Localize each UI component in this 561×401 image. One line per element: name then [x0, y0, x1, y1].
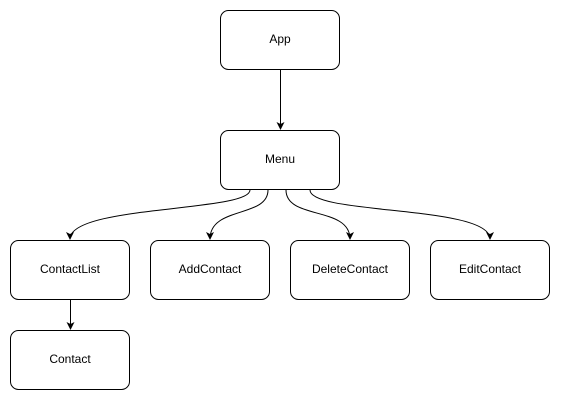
node-app-box: [220, 10, 340, 70]
node-menu: Menu: [220, 130, 340, 190]
edge-menu-to-contactlist: [66, 189, 251, 240]
node-deletecontact-label: DeleteContact: [312, 262, 389, 276]
edge-menu-to-editcontact: [309, 189, 494, 240]
node-contactlist: ContactList: [10, 240, 130, 300]
node-app-label: App: [269, 32, 291, 46]
node-deletecontact: DeleteContact: [290, 240, 410, 300]
node-menu-box: [220, 130, 340, 190]
node-editcontact: EditContact: [430, 240, 550, 300]
node-editcontact-box: [430, 240, 550, 300]
node-addcontact-label: AddContact: [179, 262, 242, 276]
edge-menu-to-deletecontact: [285, 189, 354, 240]
edge-menu-to-addcontact: [206, 189, 269, 240]
node-editcontact-label: EditContact: [459, 262, 522, 276]
node-app: App: [220, 10, 340, 70]
node-addcontact-box: [150, 240, 270, 300]
node-contactlist-label: ContactList: [40, 262, 101, 276]
node-contactlist-box: [10, 240, 130, 300]
edges-group: [66, 70, 494, 330]
node-deletecontact-box: [290, 240, 410, 300]
node-menu-label: Menu: [265, 152, 295, 166]
node-addcontact: AddContact: [150, 240, 270, 300]
node-contact-box: [10, 330, 130, 390]
node-contact: Contact: [10, 330, 130, 390]
node-contact-label: Contact: [49, 352, 91, 366]
